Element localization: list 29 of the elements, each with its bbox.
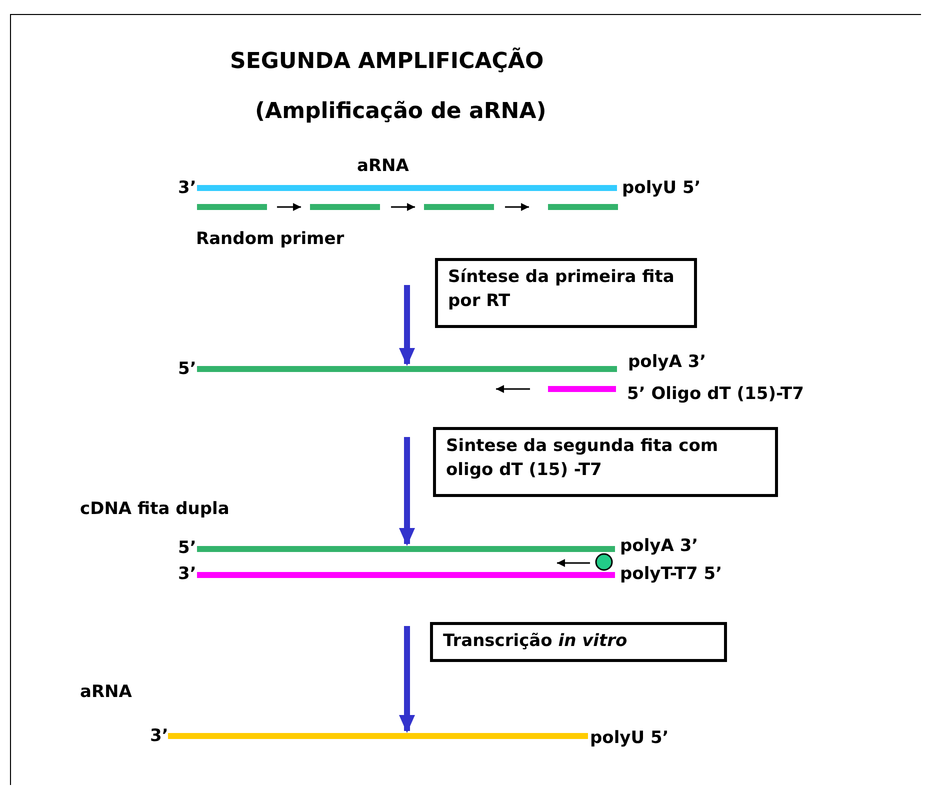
step-box: Sintese da segunda fita com oligo dT (15) -T7 bbox=[433, 427, 778, 497]
arrow bbox=[399, 285, 415, 366]
end-label: polyU 5’ bbox=[622, 178, 701, 198]
strand-name: aRNA bbox=[80, 682, 132, 702]
end-label: polyA 3’ bbox=[620, 536, 698, 556]
arrow bbox=[399, 437, 415, 546]
arrow bbox=[399, 626, 415, 733]
primer-name: 5’ Oligo dT (15)-T7 bbox=[627, 384, 804, 404]
end-label: 5’ bbox=[178, 359, 196, 379]
strand-name: cDNA fita dupla bbox=[80, 499, 230, 519]
dna-strand bbox=[197, 546, 615, 552]
rna-strand bbox=[168, 733, 588, 739]
end-label: 3’ bbox=[150, 726, 168, 746]
end-label: 3’ bbox=[178, 564, 196, 584]
end-label: 5’ bbox=[178, 538, 196, 558]
primer-name: Random primer bbox=[196, 229, 344, 249]
rna-strand bbox=[197, 185, 617, 191]
end-label: polyT-T7 5’ bbox=[620, 564, 722, 584]
dna-strand bbox=[197, 572, 615, 578]
step-box: Transcrição in vitro bbox=[430, 622, 727, 662]
diagram-subtitle: (Amplificação de aRNA) bbox=[255, 98, 546, 126]
step-box: Síntese da primeira fita por RT bbox=[435, 258, 697, 328]
end-label: polyU 5’ bbox=[590, 728, 669, 748]
primer-strand bbox=[548, 386, 616, 392]
end-label: polyA 3’ bbox=[628, 352, 706, 372]
diagram-title: SEGUNDA AMPLIFICAÇÃO bbox=[230, 48, 544, 76]
dna-strand bbox=[197, 366, 617, 372]
end-label: 3’ bbox=[178, 178, 196, 198]
strand-name: aRNA bbox=[357, 156, 409, 176]
